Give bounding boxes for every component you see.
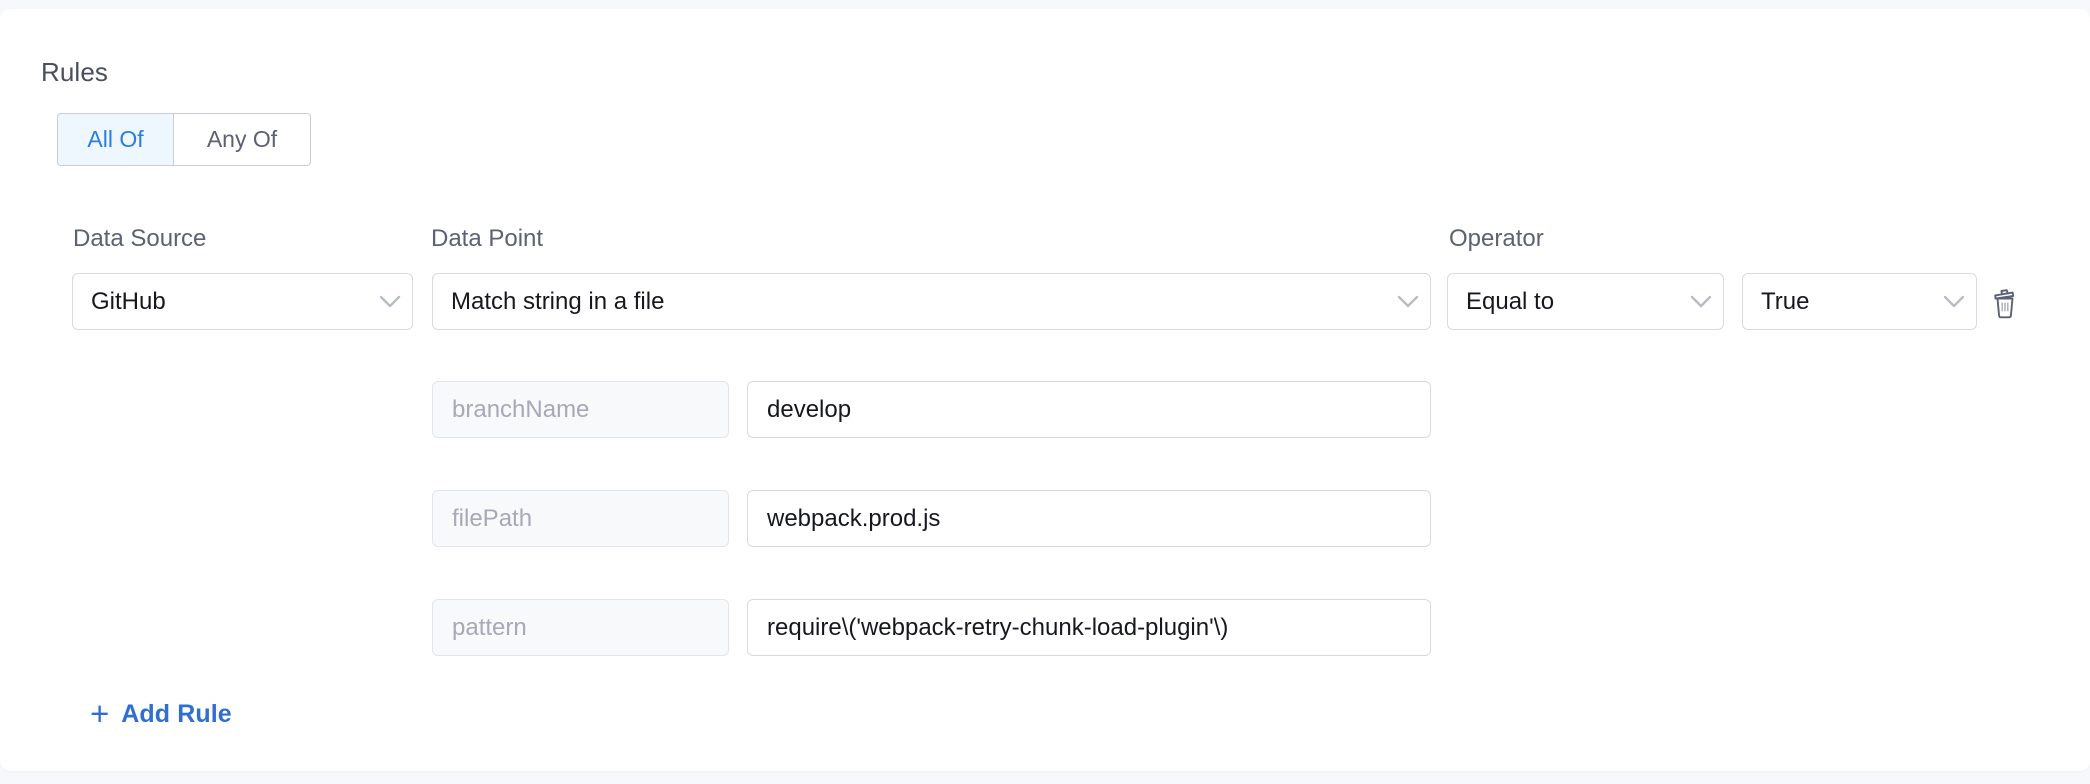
data-point-select[interactable]: Match string in a file: [432, 273, 1431, 330]
operator-value: Equal to: [1466, 287, 1555, 315]
parameter-name-field[interactable]: branchName: [432, 381, 729, 438]
parameter-value-field[interactable]: webpack.prod.js: [747, 490, 1431, 547]
delete-rule-button[interactable]: [1985, 284, 2025, 324]
parameter-value-text: require\('webpack-retry-chunk-load-plugi…: [767, 613, 1229, 641]
chevron-down-icon: [1932, 295, 1976, 309]
data-source-select[interactable]: GitHub: [72, 273, 413, 330]
toggle-option-all-of[interactable]: All Of: [57, 113, 174, 166]
chevron-down-icon: [1679, 295, 1723, 309]
trash-icon: [1989, 286, 2021, 323]
parameter-value-field[interactable]: require\('webpack-retry-chunk-load-plugi…: [747, 599, 1431, 656]
add-rule-button[interactable]: + Add Rule: [90, 695, 232, 732]
operator-label: Operator: [1449, 225, 1544, 252]
parameter-name-text: branchName: [452, 395, 590, 423]
plus-icon: +: [90, 695, 110, 732]
operator-select[interactable]: Equal to: [1447, 273, 1724, 330]
operator-value-select[interactable]: True: [1742, 273, 1977, 330]
page-title: Rules: [41, 57, 108, 87]
rules-panel: Rules All Of Any Of Data Source Data Poi…: [0, 9, 2090, 771]
match-type-toggle[interactable]: All Of Any Of: [57, 113, 311, 166]
parameter-name-field[interactable]: pattern: [432, 599, 729, 656]
chevron-down-icon: [368, 295, 412, 309]
data-source-value: GitHub: [91, 287, 166, 315]
add-rule-label: Add Rule: [121, 700, 232, 728]
chevron-down-icon: [1386, 295, 1430, 309]
parameter-value-text: develop: [767, 395, 852, 423]
parameter-name-field[interactable]: filePath: [432, 490, 729, 547]
parameter-value-text: webpack.prod.js: [767, 504, 941, 532]
parameter-name-text: pattern: [452, 613, 527, 641]
parameter-value-field[interactable]: develop: [747, 381, 1431, 438]
parameter-name-text: filePath: [452, 504, 533, 532]
toggle-option-any-of[interactable]: Any Of: [174, 113, 311, 166]
operator-value-selected: True: [1761, 287, 1810, 315]
data-source-label: Data Source: [73, 225, 207, 252]
data-point-label: Data Point: [431, 225, 544, 252]
data-point-value: Match string in a file: [451, 287, 665, 315]
